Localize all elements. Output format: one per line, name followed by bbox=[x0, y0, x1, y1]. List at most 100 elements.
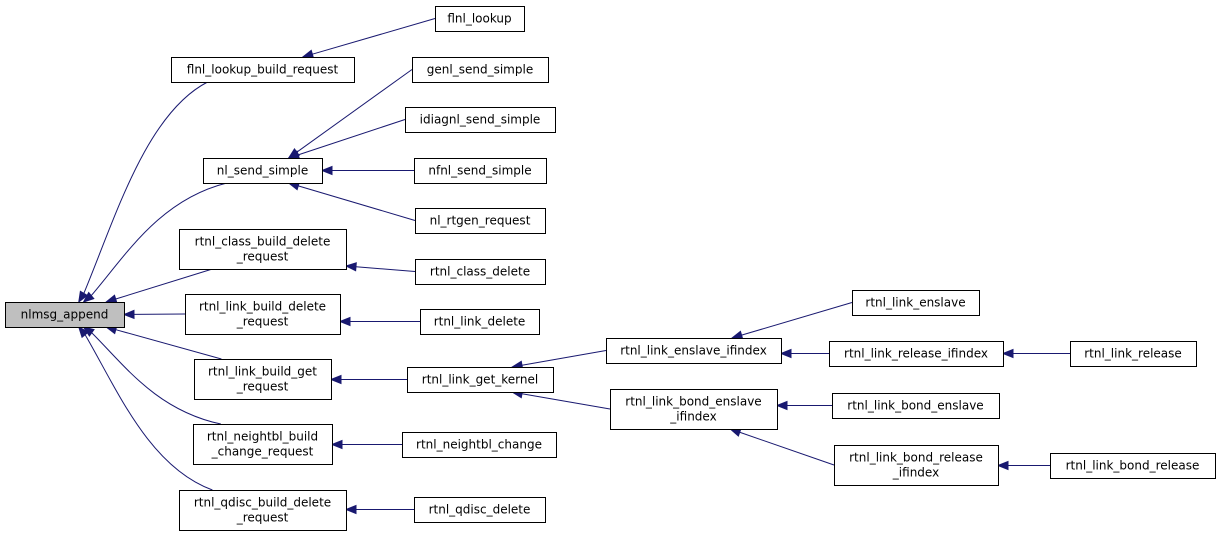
node-rtnl-link-bond-enslave[interactable]: rtnl_link_bond_enslave bbox=[832, 393, 1000, 419]
node-box bbox=[832, 393, 1000, 419]
node-label: _ifindex bbox=[892, 466, 939, 480]
node-nfnl-send-simple[interactable]: nfnl_send_simple bbox=[414, 158, 547, 184]
node-rtnl-link-enslave[interactable]: rtnl_link_enslave bbox=[852, 290, 980, 316]
edge-nl-send-simple-to-nlmsg-append bbox=[82, 182, 227, 303]
node-label: rtnl_link_bond_release bbox=[849, 451, 983, 465]
edge-rtnl-link-bond-enslave-to-rtnl-link-bond-enslave-ifindex bbox=[775, 400, 832, 411]
node-box bbox=[435, 6, 525, 32]
node-box bbox=[171, 57, 355, 83]
node-box bbox=[610, 389, 778, 430]
arrowhead-icon bbox=[1001, 348, 1014, 359]
node-box bbox=[412, 57, 549, 83]
node-rtnl-link-delete[interactable]: rtnl_link_delete bbox=[420, 309, 540, 335]
node-label: _ifindex bbox=[669, 410, 716, 424]
node-label: nl_rtgen_request bbox=[430, 214, 531, 228]
node-box bbox=[829, 341, 1004, 367]
edge-line bbox=[298, 185, 416, 221]
edge-flnl-lookup-build-request-to-nlmsg-append bbox=[78, 81, 208, 304]
node-flnl-lookup[interactable]: flnl_lookup bbox=[435, 6, 525, 32]
node-rtnl-neightbl-change[interactable]: rtnl_neightbl_change bbox=[402, 432, 557, 458]
node-box bbox=[1050, 453, 1216, 479]
edge-rtnl-qdisc-build-delete-request-to-nlmsg-append bbox=[77, 325, 213, 491]
node-label: rtnl_link_build_delete bbox=[199, 300, 326, 314]
node-rtnl-class-delete[interactable]: rtnl_class_delete bbox=[415, 259, 546, 285]
node-label: rtnl_link_delete bbox=[434, 315, 526, 329]
node-nl-send-simple[interactable]: nl_send_simple bbox=[203, 158, 323, 184]
arrowhead-icon bbox=[301, 49, 315, 59]
edge-rtnl-link-enslave-to-rtnl-link-enslave-ifindex bbox=[730, 302, 853, 340]
edge-nl-rtgen-request-to-nl-send-simple bbox=[287, 181, 416, 221]
nodes-layer: nlmsg_append flnl_lookup_build_request fln… bbox=[5, 6, 1216, 531]
node-label: nlmsg_append bbox=[21, 308, 109, 322]
node-label: idiagnl_send_simple bbox=[420, 113, 541, 127]
node-label: rtnl_link_enslave_ifindex bbox=[620, 344, 767, 358]
node-label: _request bbox=[236, 380, 289, 394]
arrowhead-icon bbox=[104, 294, 118, 304]
edge-rtnl-link-release-to-rtnl-link-release-ifindex bbox=[1001, 348, 1070, 359]
arrowhead-icon bbox=[122, 309, 135, 320]
node-flnl-lookup-build-request[interactable]: flnl_lookup_build_request bbox=[171, 57, 355, 83]
node-box bbox=[405, 107, 556, 133]
edge-line bbox=[84, 334, 213, 491]
edge-line bbox=[521, 350, 607, 366]
node-box bbox=[414, 158, 547, 184]
node-box bbox=[606, 338, 782, 364]
node-idiagnl-send-simple[interactable]: idiagnl_send_simple bbox=[405, 107, 556, 133]
node-genl-send-simple[interactable]: genl_send_simple bbox=[412, 57, 549, 83]
node-label: rtnl_link_get_kernel bbox=[422, 373, 538, 387]
edge-rtnl-link-build-delete-request-to-nlmsg-append bbox=[122, 309, 186, 320]
node-rtnl-link-get-kernel[interactable]: rtnl_link_get_kernel bbox=[407, 367, 554, 393]
arrowhead-icon bbox=[338, 316, 351, 327]
node-box bbox=[415, 259, 546, 285]
node-rtnl-class-build-delete-request[interactable]: rtnl_class_build_delete_request bbox=[179, 229, 347, 270]
node-box bbox=[193, 424, 333, 465]
node-box bbox=[185, 294, 341, 335]
node-rtnl-link-bond-release[interactable]: rtnl_link_bond_release bbox=[1050, 453, 1216, 479]
edge-rtnl-link-release-ifindex-to-rtnl-link-enslave-ifindex bbox=[779, 348, 829, 359]
node-label: rtnl_neightbl_build bbox=[207, 430, 318, 444]
arrowhead-icon bbox=[330, 439, 343, 450]
node-rtnl-link-bond-release-ifindex[interactable]: rtnl_link_bond_release_ifindex bbox=[834, 445, 999, 486]
node-box bbox=[203, 158, 323, 184]
node-label: rtnl_qdisc_delete bbox=[429, 503, 531, 517]
edge-rtnl-link-enslave-ifindex-to-rtnl-link-get-kernel bbox=[510, 350, 607, 370]
node-nl-rtgen-request[interactable]: nl_rtgen_request bbox=[415, 208, 546, 234]
node-label: rtnl_qdisc_build_delete bbox=[194, 496, 331, 510]
arrowhead-icon bbox=[730, 330, 744, 340]
node-nlmsg-append[interactable]: nlmsg_append bbox=[5, 302, 125, 328]
edge-line bbox=[521, 393, 611, 410]
arrowhead-icon bbox=[320, 165, 333, 176]
node-rtnl-link-build-get-request[interactable]: rtnl_link_build_get_request bbox=[194, 359, 332, 400]
node-label: _request bbox=[236, 250, 289, 264]
node-label: flnl_lookup_build_request bbox=[187, 63, 339, 77]
edge-line bbox=[115, 329, 222, 360]
arrowhead-icon bbox=[775, 400, 788, 411]
edge-line bbox=[312, 18, 436, 55]
node-rtnl-link-release-ifindex[interactable]: rtnl_link_release_ifindex bbox=[829, 341, 1004, 367]
edge-rtnl-link-get-kernel-to-rtnl-link-build-get-request bbox=[329, 374, 407, 385]
node-rtnl-neightbl-build-change-request[interactable]: rtnl_neightbl_build_change_request bbox=[193, 424, 333, 465]
node-label: rtnl_link_enslave bbox=[865, 296, 965, 310]
node-box bbox=[5, 302, 125, 328]
node-rtnl-qdisc-build-delete-request[interactable]: rtnl_qdisc_build_delete_request bbox=[179, 490, 347, 531]
edge-rtnl-link-bond-release-ifindex-to-rtnl-link-bond-enslave-ifindex bbox=[728, 427, 835, 466]
node-label: rtnl_link_release_ifindex bbox=[844, 347, 988, 361]
edge-line bbox=[298, 119, 406, 156]
edge-line bbox=[355, 266, 416, 272]
node-rtnl-qdisc-delete[interactable]: rtnl_qdisc_delete bbox=[414, 497, 546, 523]
arrowhead-icon bbox=[996, 460, 1009, 471]
node-rtnl-link-enslave-ifindex[interactable]: rtnl_link_enslave_ifindex bbox=[606, 338, 782, 364]
node-rtnl-link-build-delete-request[interactable]: rtnl_link_build_delete_request bbox=[185, 294, 341, 335]
node-box bbox=[415, 208, 546, 234]
node-label: flnl_lookup bbox=[447, 12, 511, 26]
node-box bbox=[420, 309, 540, 335]
node-rtnl-link-bond-enslave-ifindex[interactable]: rtnl_link_bond_enslave_ifindex bbox=[610, 389, 778, 430]
edge-idiagnl-send-simple-to-nl-send-simple bbox=[287, 119, 406, 160]
node-label: _request bbox=[236, 511, 289, 525]
edges-layer bbox=[77, 18, 1070, 515]
node-label: rtnl_class_delete bbox=[430, 265, 530, 279]
arrowhead-icon bbox=[77, 325, 90, 339]
node-rtnl-link-release[interactable]: rtnl_link_release bbox=[1070, 341, 1197, 367]
node-box bbox=[179, 229, 347, 270]
